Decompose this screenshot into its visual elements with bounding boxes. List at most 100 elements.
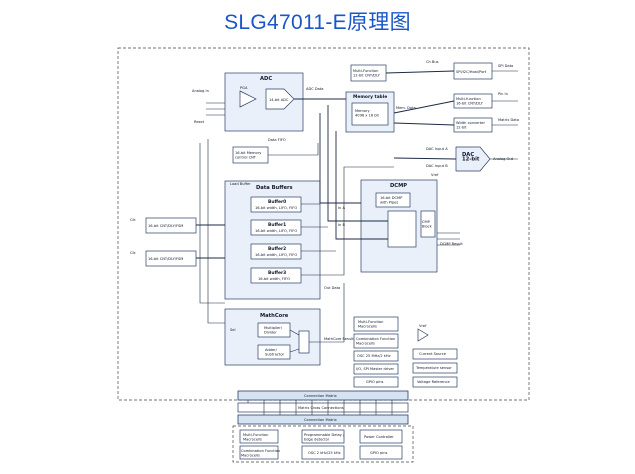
adc-title: ADC [260, 76, 272, 82]
in-b-label: In B [338, 223, 345, 227]
spi-label: SPI/I2C/Host/Port [456, 70, 487, 74]
buffer2-sub: 16-bit width, LIFO, FIFO [255, 253, 297, 257]
ch-bus-label: Ch Bus [426, 60, 439, 64]
vref-triangle-icon [417, 328, 429, 342]
buffer0-sub: 16-bit width, LIFO, FIFO [255, 206, 297, 210]
buffer0-label: Buffer0 [268, 199, 286, 205]
multiplier-label: Multiplier/Divider [264, 326, 283, 335]
sel-label: Sel [230, 328, 236, 332]
memtable-title: Memory table [353, 94, 387, 100]
osc-label: OSC 25 MHz/2 kHz [357, 354, 391, 358]
vref-label: Vref [419, 324, 427, 328]
b-osc-block [301, 445, 345, 460]
mathcore-mux [298, 330, 310, 354]
clk-label-b: Clk [130, 251, 137, 255]
out-data-label: Out Data [324, 286, 340, 290]
gpio-block [353, 376, 399, 388]
clk-label-a: Clk [130, 218, 137, 222]
buffer3-label: Buffer3 [268, 270, 286, 276]
temp-sensor-block [412, 362, 458, 374]
vref-pin-label: Vref [431, 173, 439, 177]
connection-matrix-label: Connection Matrix [304, 394, 338, 398]
buffer1-sub: 16-bit width, LIFO, FIFO [255, 229, 297, 233]
current-source-label: Current Source [419, 352, 447, 356]
load-buffer-label: Load Buffer [230, 182, 251, 186]
dac-input-b-label: DAC Input B [426, 164, 448, 168]
dcmp-title: DCMP [390, 183, 407, 189]
buffer1-block [250, 219, 302, 236]
matrix-conn-label: Matrix Cross Connections [298, 406, 344, 410]
io-label: I/O, SPI Master driver [356, 367, 395, 371]
in-a-label: In A [338, 206, 345, 210]
temp-sensor-label: Temperature sensor [415, 366, 452, 370]
adc14-block [265, 88, 295, 110]
dcmp-core-block [387, 210, 417, 248]
math-out-label: MathCore Result [324, 337, 354, 341]
pga-amp-icon [239, 90, 257, 108]
comb-macrocells-block [353, 333, 399, 349]
schematic-canvas: ADC PGA 14-bit ADC ADC Data Multi-Functi… [88, 43, 546, 465]
memory-block [351, 102, 389, 126]
adc14-label: 14-bit ADC [269, 98, 289, 102]
dcmp-inner-block [375, 192, 411, 208]
buffer1-label: Buffer1 [268, 222, 286, 228]
bottom-group [232, 425, 414, 463]
buffer3-sub: 16-bit width, FIFO [258, 277, 290, 281]
b-power-label: Power Controller [364, 435, 394, 439]
adc-data-label: ADC Data [306, 87, 323, 91]
osc-block [353, 350, 399, 362]
bottom-matrix-bar [237, 414, 409, 425]
dac-block [455, 146, 491, 172]
gpio-label: GPIO pins [366, 380, 384, 384]
mathcore-title: MathCore [260, 313, 289, 319]
pin-in-label: Pin In [498, 92, 508, 96]
analog-in-label: Analog In [192, 89, 209, 93]
data-fifo-label: Data FIFO [268, 138, 286, 142]
buffer2-label: Buffer2 [268, 246, 286, 252]
current-source-block [412, 348, 458, 360]
b-mf-block [239, 429, 279, 444]
b-prog-block [301, 429, 345, 444]
spi-data-label: SPI Data [498, 64, 513, 68]
mf-macrocells-block [353, 316, 399, 332]
b-power-block [359, 429, 403, 444]
buffer2-block [250, 243, 302, 260]
block-diagram: ADC PGA 14-bit ADC ADC Data Multi-Functi… [117, 47, 530, 463]
chip-boundary [117, 47, 530, 401]
page-title: SLG47011-E原理图 [224, 11, 411, 34]
reset-label: Reset [194, 120, 205, 124]
b-gpio-label: GPIO pins [370, 451, 388, 455]
matrix-conn-bar [237, 402, 409, 413]
matrix-data-label: Matrix Data [498, 118, 519, 122]
buffer0-block [250, 196, 302, 213]
bottom-matrix-label: Connection Matrix [304, 418, 338, 422]
cnt16-b-block [145, 250, 197, 267]
b-comb-block [239, 445, 279, 460]
io-block [353, 363, 399, 375]
voltage-ref-label: Voltage Reference [417, 380, 451, 384]
pga-label: PGA [240, 86, 248, 90]
wire-bundle [196, 70, 518, 415]
dcmp-out-block [420, 210, 436, 238]
b-prog-label: Programmable Delay /Edge detector [304, 433, 345, 442]
connection-matrix-bar [237, 390, 409, 401]
cnt16-a-label: 16-bit CNT/DLY/FSM [148, 224, 183, 228]
b-gpio-block [359, 445, 403, 460]
data-buffers-title: Data Buffers [256, 185, 293, 191]
dac-input-a-label: DAC Input A [426, 147, 448, 151]
cnt16-b-label: 16-bit CNT/DLY/FSM [148, 257, 183, 261]
voltage-ref-block [412, 376, 458, 388]
adder-label: Adder/Subtractor [265, 348, 285, 357]
dcmp-result-label: DCMP Result [440, 242, 463, 246]
